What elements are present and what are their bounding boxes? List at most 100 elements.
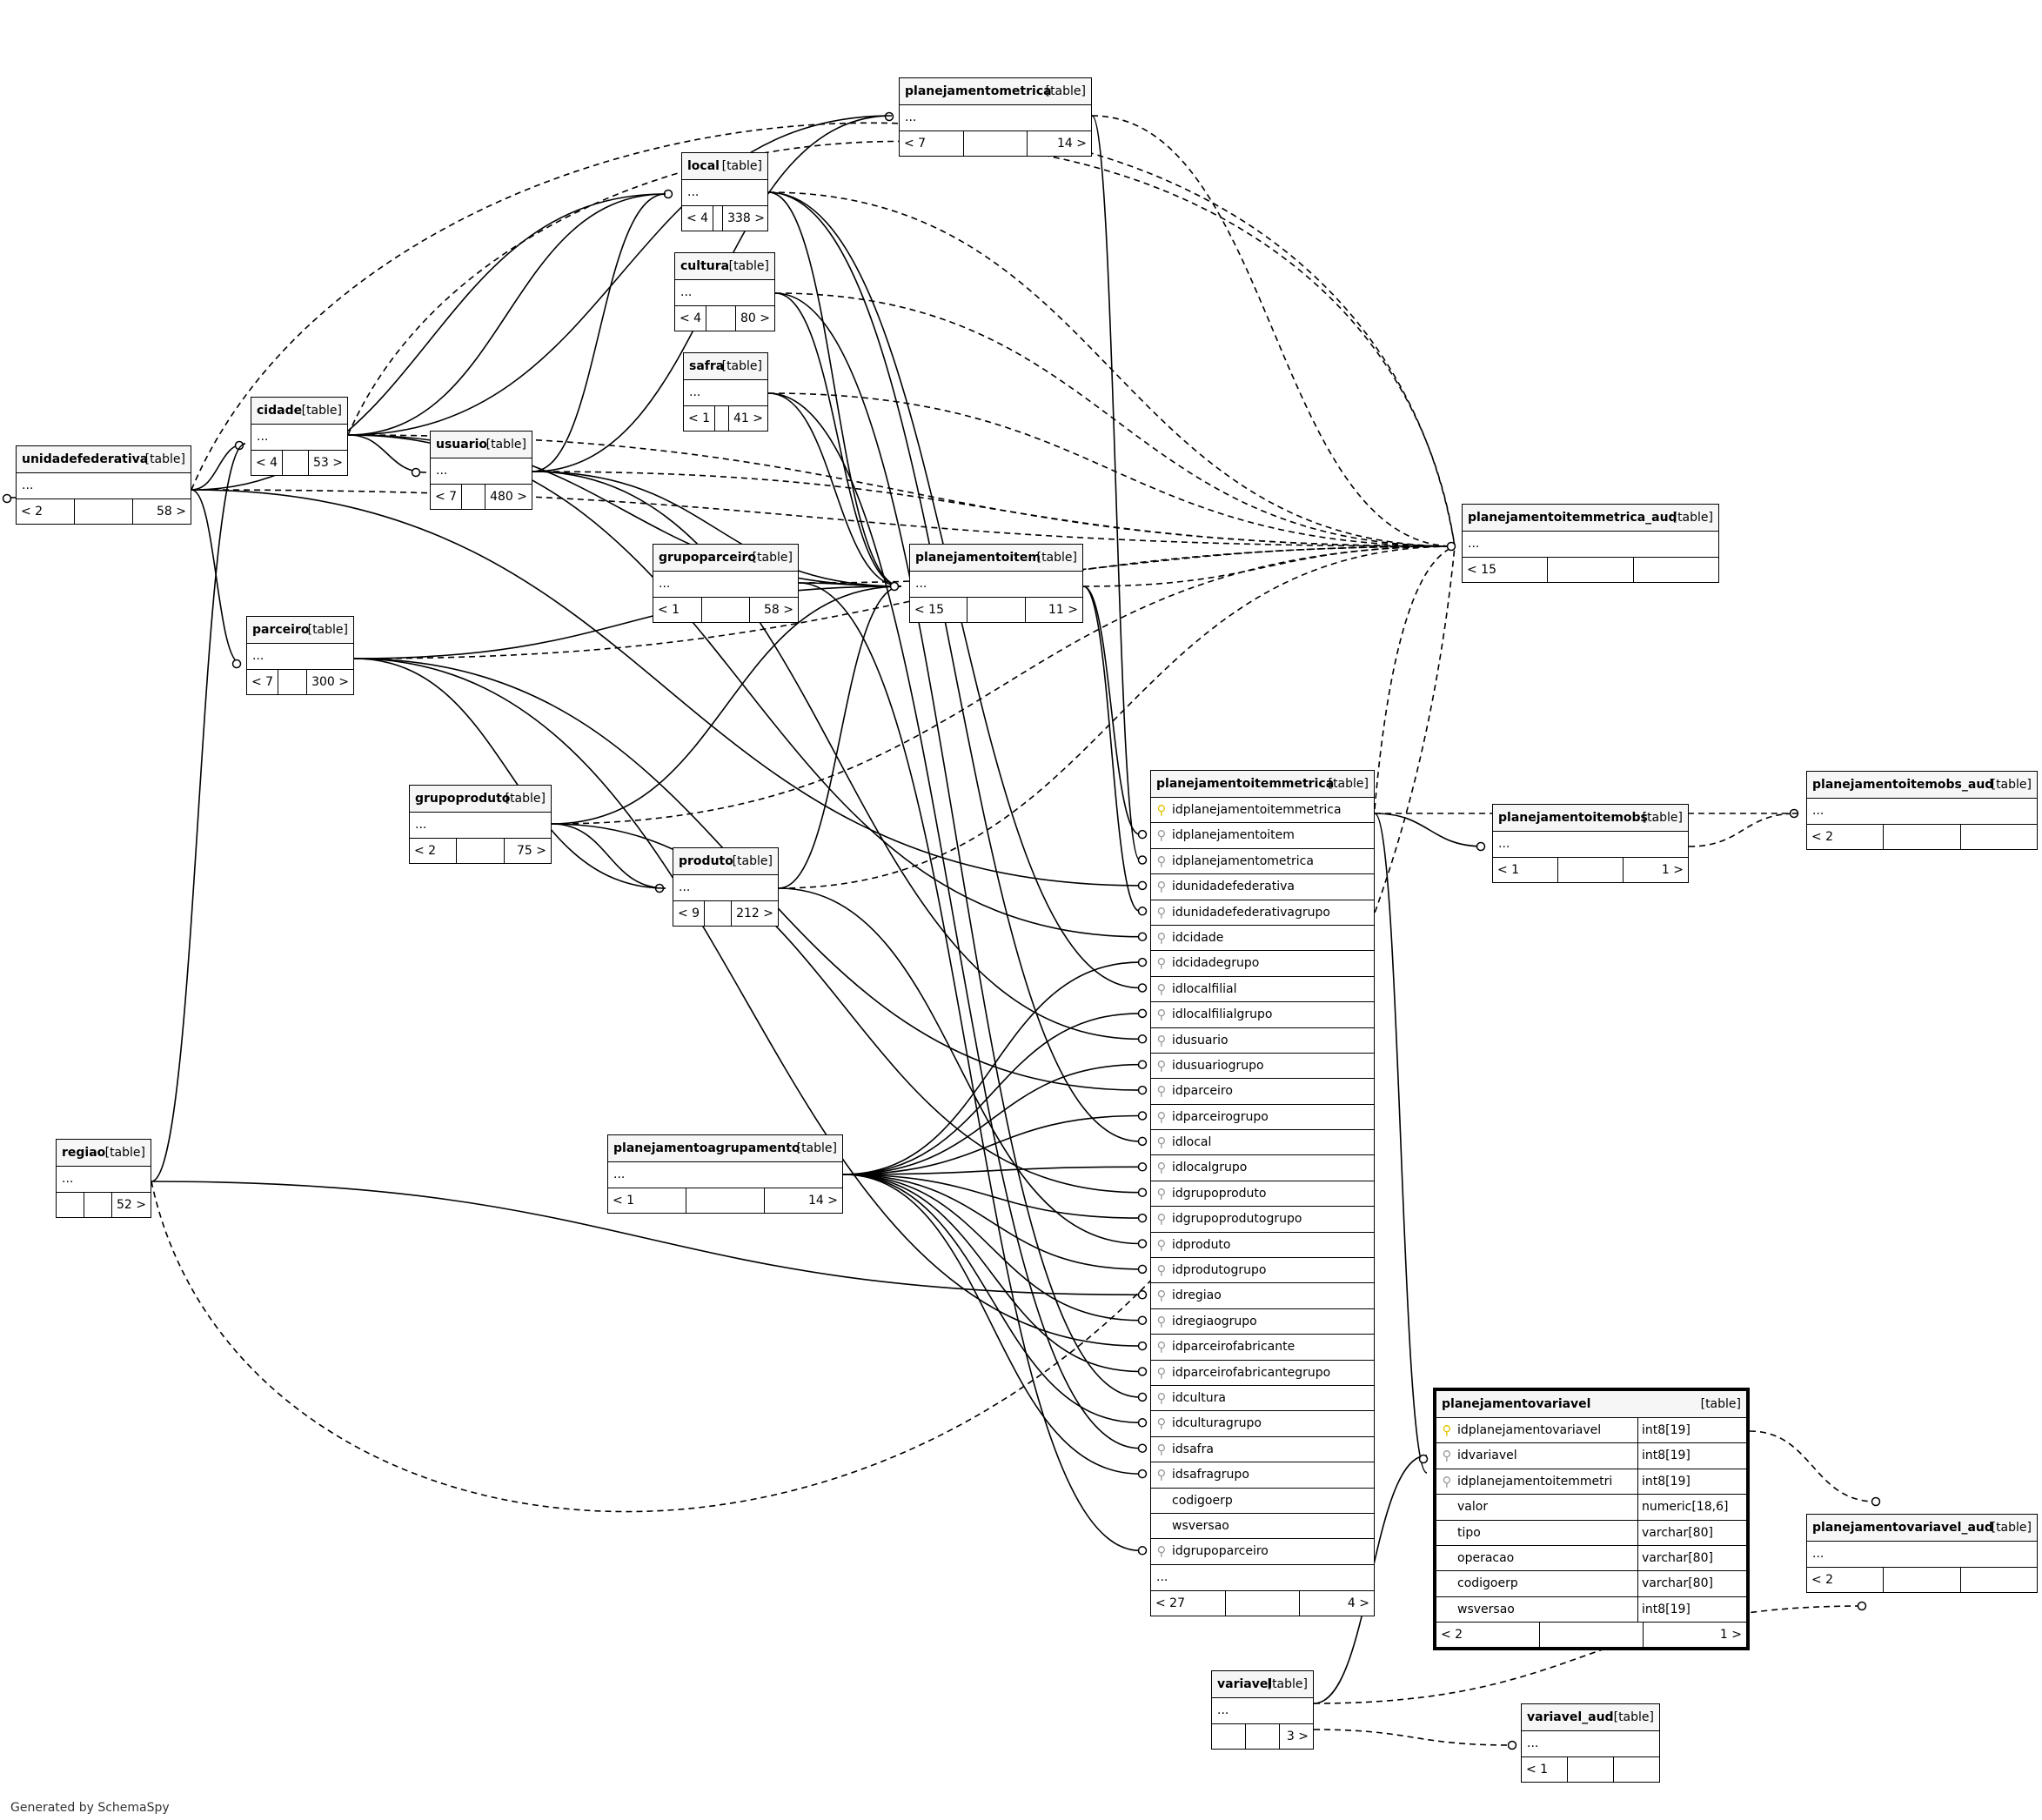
children-count: 14 > [1057,137,1088,151]
column-row[interactable]: ⚲idgrupoparceiro [1151,1539,1374,1565]
cardinality-marker [1137,1136,1148,1147]
relationship-line [778,887,1141,1245]
table-variavel[interactable]: variavel[table] ... 3 > [1211,1670,1314,1750]
column-name: idplanejamentoitemmetri [1457,1474,1613,1489]
rows-count [1558,858,1624,882]
column-row[interactable]: ⚲idparceirofabricantegrupo [1151,1361,1374,1386]
table-name: variavel [1217,1677,1273,1691]
column-row[interactable]: ⚲idusuariogrupo [1151,1054,1374,1080]
column-row[interactable]: ⚲idlocalfilial [1151,977,1374,1003]
cardinality-marker [1137,1418,1148,1428]
column-row[interactable]: ⚲idgrupoprodutogrupo [1151,1207,1374,1233]
column-spacer [1436,1521,1457,1545]
parents-count: < 9 [673,901,706,926]
foreign-key-icon: ⚲ [1156,1108,1167,1125]
table-planejamentovariavel_aud[interactable]: planejamentovariavel_aud[table] ... < 2 [1806,1514,2038,1593]
column-row[interactable]: ⚲idsafra [1151,1437,1374,1463]
column-name: idvariavel [1457,1449,1517,1463]
column-row[interactable]: ⚲idgrupoproduto [1151,1181,1374,1208]
table-tag: [table] [721,159,762,173]
relationship-line [353,658,666,889]
column-row[interactable]: ⚲idlocalfilialgrupo [1151,1002,1374,1028]
rows-count [1226,1590,1301,1616]
table-variavel_aud[interactable]: variavel_aud[table] ... < 1 [1521,1703,1660,1783]
table-tag: [table] [721,359,762,373]
column-row[interactable]: ⚲idparceirofabricante [1151,1335,1374,1361]
table-planejamentoitemobs_aud[interactable]: planejamentoitemobs_aud[table] ... < 2 [1806,771,2038,850]
column-row[interactable]: ⚲idculturagrupo [1151,1411,1374,1437]
cardinality-marker [1137,1188,1148,1197]
column-row[interactable]: ⚲idplanejamentoitemmetrica [1151,798,1374,824]
rows-count [686,1188,765,1213]
rows-count [1246,1724,1280,1749]
column-name: idparceirogrupo [1172,1109,1269,1124]
foreign-key-icon: ⚲ [1442,1448,1452,1464]
column-row[interactable]: ⚲idregiaogrupo [1151,1309,1374,1335]
column-row[interactable]: ⚲idparceiro [1151,1079,1374,1105]
column-row[interactable]: codigoerp [1151,1489,1374,1514]
column-name: idusuariogrupo [1172,1058,1264,1073]
column-name: idprodutogrupo [1172,1263,1267,1278]
cardinality-marker [1137,1239,1148,1248]
children-count: 14 > [808,1194,838,1208]
relationship-line [1688,813,1798,847]
column-row[interactable]: ⚲idcidade [1151,926,1374,952]
children-count: 41 > [733,412,763,425]
column-row[interactable]: ⚲idsafragrupo [1151,1462,1374,1489]
column-row[interactable]: ⚲ idparceirogrupo [1151,1105,1374,1131]
table-tag: [table] [1613,1710,1654,1724]
foreign-key-icon: ⚲ [1156,955,1167,972]
column-row[interactable]: ⚲idusuario [1151,1028,1374,1054]
column-row[interactable]: ⚲idlocalgrupo [1151,1155,1374,1181]
column-name: idgrupoprodutogrupo [1172,1212,1302,1227]
table-name: cultura [680,259,730,273]
columns-ellipsis: ... [1212,1698,1313,1724]
column-row[interactable]: ⚲idcidadegrupo [1151,951,1374,977]
column-row[interactable]: wsversao [1151,1514,1374,1540]
column-row[interactable]: ⚲ idprodutogrupo [1151,1258,1374,1284]
column-row[interactable]: ⚲idregiao [1151,1283,1374,1309]
column-row[interactable]: ⚲idplanejamentoitem [1151,823,1374,849]
table-name: planejamentovariavel [1442,1397,1591,1411]
column-row[interactable]: ⚲idcultura [1151,1386,1374,1412]
column-row[interactable]: ⚲idlocal [1151,1130,1374,1156]
table-planejamentoitemmetrica_aud[interactable]: planejamentoitemmetrica_aud[table] ... <… [1462,504,1719,583]
column-name: idcidade [1172,930,1224,945]
column-name: operacao [1457,1550,1515,1565]
foreign-key-icon: ⚲ [1156,1262,1167,1279]
relationship-line [191,122,1456,547]
column-name: idplanejamentoitemmetrica [1172,803,1342,817]
table-planejamentovariavel[interactable]: planejamentovariavel[table] ⚲idplanejame… [1433,1388,1750,1651]
parents-count: < 4 [682,206,714,231]
column-row[interactable]: ⚲idproduto [1151,1233,1374,1259]
rows-count [278,670,308,694]
table-regiao[interactable]: regiao[table] ... 52 > [56,1139,151,1218]
column-name: codigoerp [1172,1493,1233,1508]
column-row[interactable]: ⚲idunidadefederativagrupo [1151,900,1374,926]
column-row[interactable]: ⚲idunidadefederativa [1151,874,1374,900]
table-planejamentoitemmetrica[interactable]: planejamentoitemmetrica[table] ⚲idplanej… [1150,770,1375,1616]
column-row[interactable]: ⚲idplanejamentometrica [1151,849,1374,875]
